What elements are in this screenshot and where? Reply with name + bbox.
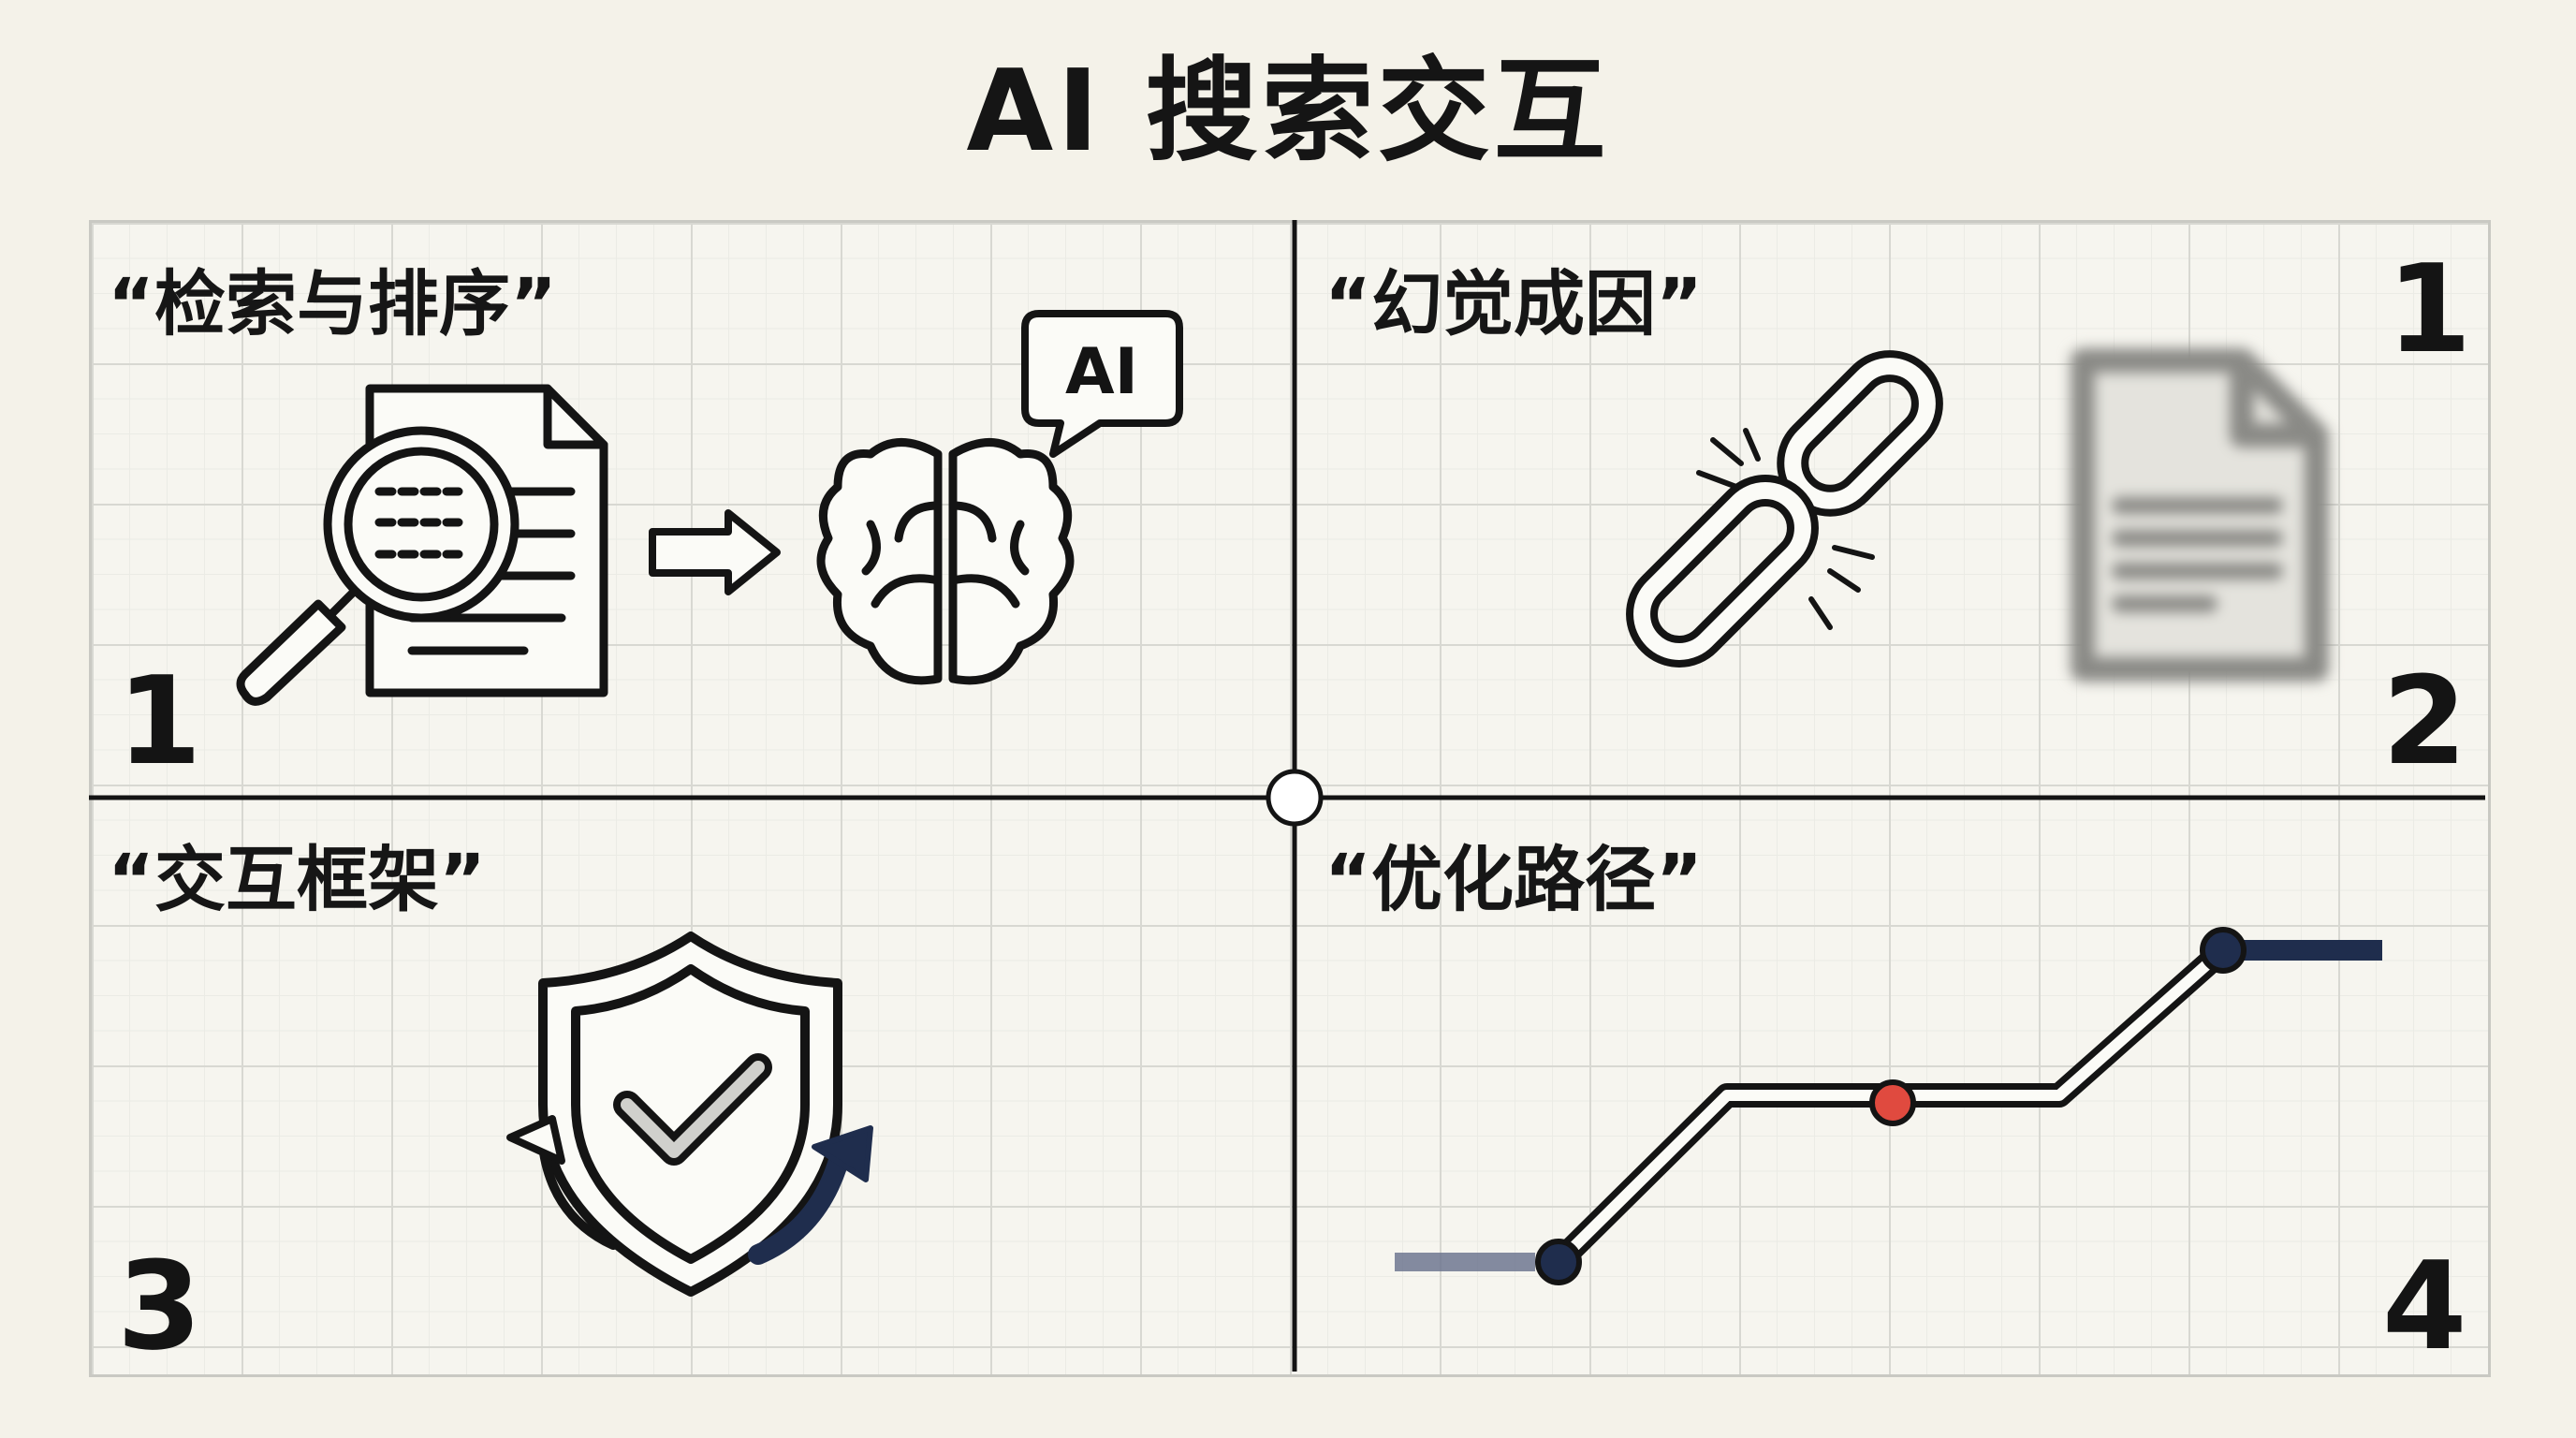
path-mid-node bbox=[1869, 1079, 1916, 1126]
quadrant-2-number: 2 bbox=[2382, 650, 2467, 792]
blurred-document-icon bbox=[2071, 348, 2329, 682]
search-document-icon bbox=[236, 384, 608, 706]
quadrant-2-label: “幻觉成因” bbox=[1325, 262, 1703, 345]
quadrant-2-corner-number: 1 bbox=[2387, 238, 2472, 380]
cycle-arrows-icon bbox=[506, 1115, 873, 1265]
path-end-node bbox=[2200, 927, 2247, 974]
ai-badge-text: AI bbox=[1065, 335, 1138, 409]
quadrant-1-label: “检索与排序” bbox=[108, 262, 557, 345]
broken-chain-icon bbox=[1626, 350, 1943, 668]
quadrant-3-label: “交互框架” bbox=[108, 838, 486, 921]
path-line-icon bbox=[1395, 927, 2382, 1285]
page-title: AI 搜索交互 bbox=[966, 47, 1610, 177]
quadrant-4-label: “优化路径” bbox=[1325, 838, 1703, 921]
quadrant-3-number: 3 bbox=[117, 1235, 202, 1377]
quadrant-1-number: 1 bbox=[117, 650, 202, 792]
shield-check-icon bbox=[538, 932, 842, 1297]
quadrant-4-number: 4 bbox=[2382, 1235, 2467, 1377]
ai-speech-bubble-icon: AI bbox=[1021, 310, 1183, 458]
center-node bbox=[1266, 769, 1324, 827]
path-start-node bbox=[1535, 1239, 1582, 1285]
arrow-right-icon bbox=[649, 509, 781, 595]
brain-icon bbox=[816, 438, 1075, 685]
